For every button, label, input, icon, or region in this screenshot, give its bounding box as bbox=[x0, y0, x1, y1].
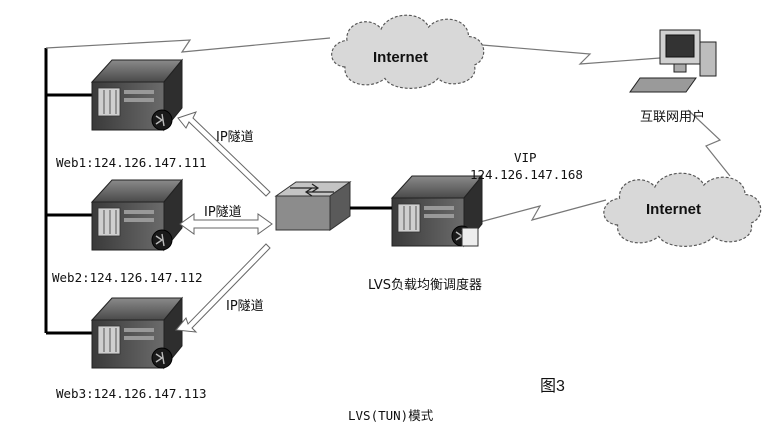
web1-label: Web1:124.126.147.111 bbox=[56, 155, 207, 170]
figure-label: 图3 bbox=[540, 378, 565, 395]
tunnel-arrow-web2 bbox=[179, 213, 273, 235]
user-computer-icon bbox=[629, 29, 717, 93]
tunnel-label-web2: IP隧道 bbox=[204, 205, 242, 220]
wan-link-top-right bbox=[469, 43, 661, 65]
switch-icon bbox=[274, 181, 352, 231]
vip-label: VIP bbox=[514, 150, 537, 165]
web3-label: Web3:124.126.147.113 bbox=[56, 386, 207, 401]
internet-user-label: 互联网用户 bbox=[640, 110, 706, 125]
internet-top-label: Internet bbox=[373, 49, 429, 66]
web2-server-icon bbox=[91, 179, 183, 251]
web3-server-icon bbox=[91, 297, 183, 369]
tunnel-label-web3: IP隧道 bbox=[226, 299, 264, 314]
tunnel-arrow-web3 bbox=[175, 243, 271, 333]
lvs-label: LVS负载均衡调度器 bbox=[368, 278, 482, 293]
tunnel-arrow-web1 bbox=[177, 111, 271, 197]
vip-address: 124.126.147.168 bbox=[470, 167, 583, 182]
wan-link-lvs bbox=[479, 199, 607, 223]
internet-right-label: Internet bbox=[646, 201, 702, 218]
web2-label: Web2:124.126.147.112 bbox=[52, 270, 203, 285]
web1-server-icon bbox=[91, 59, 183, 131]
lvs-nic-icon bbox=[461, 227, 479, 247]
wan-link-user bbox=[687, 109, 731, 177]
diagram-caption: LVS(TUN)模式 bbox=[348, 408, 434, 423]
wan-link-left bbox=[45, 37, 331, 53]
tunnel-label-web1: IP隧道 bbox=[216, 130, 254, 145]
